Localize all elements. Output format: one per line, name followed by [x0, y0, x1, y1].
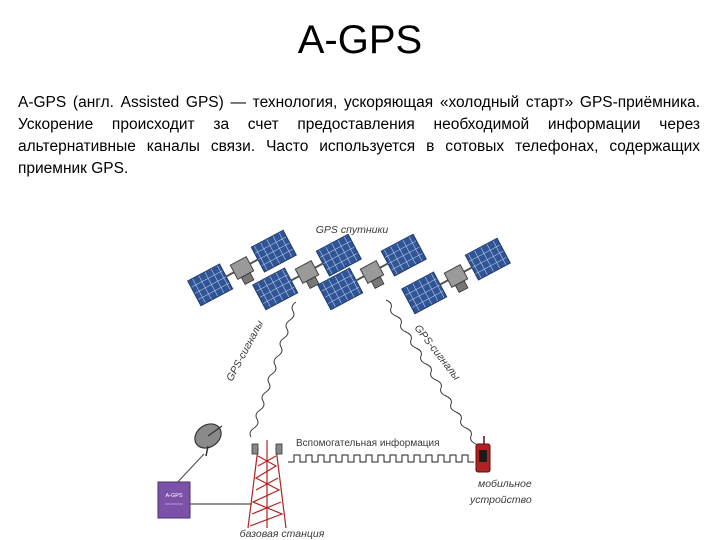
satellite-dish-icon [194, 423, 223, 457]
agps-server-label: A-GPS [165, 493, 182, 499]
base-station-tower-icon [247, 440, 287, 529]
mobile-phone-icon [475, 436, 491, 473]
assist-info-label: Вспомогательная информация [296, 437, 440, 449]
satellites-label: GPS спутники [316, 224, 389, 236]
agps-server-box: A-GPS [157, 481, 191, 519]
gps-signals-right-label: GPS-сигналы [412, 322, 463, 382]
dish-to-server-line [173, 453, 205, 487]
gps-signals-left-label: GPS-сигналы [224, 318, 266, 383]
gps-signal-wave-right [385, 299, 477, 445]
intro-paragraph: A-GPS (англ. Assisted GPS) — технология,… [18, 94, 700, 177]
base-station-label: базовая станция [240, 528, 325, 540]
mobile-device-label-1: мобильное [478, 478, 532, 490]
assist-info-signal [288, 454, 474, 463]
page-title: A-GPS [297, 18, 423, 62]
gps-signal-wave-left [249, 301, 297, 438]
mobile-device-label-2: устройство [469, 494, 532, 506]
